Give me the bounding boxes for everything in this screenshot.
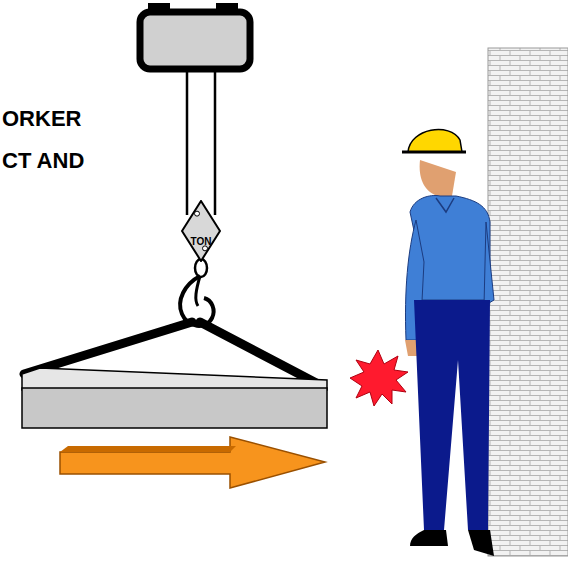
worker-figure bbox=[402, 130, 494, 556]
load-rating-plate: TON bbox=[181, 200, 221, 262]
caption-fragment: ORKER bbox=[2, 106, 81, 132]
impact-burst bbox=[350, 350, 408, 406]
plate-bolt bbox=[195, 211, 200, 216]
crane-hook bbox=[180, 259, 213, 326]
rating-text: TON bbox=[181, 236, 221, 247]
suspended-beam bbox=[22, 368, 327, 428]
caption-fragment: CT AND bbox=[2, 148, 84, 174]
crane-block bbox=[140, 3, 250, 69]
crane-cable bbox=[187, 69, 215, 215]
arrow-shade bbox=[60, 446, 236, 452]
diamond-shape bbox=[182, 201, 220, 261]
movement-arrow bbox=[60, 437, 325, 488]
brick-wall bbox=[488, 48, 568, 556]
diamond-outline bbox=[181, 200, 221, 262]
